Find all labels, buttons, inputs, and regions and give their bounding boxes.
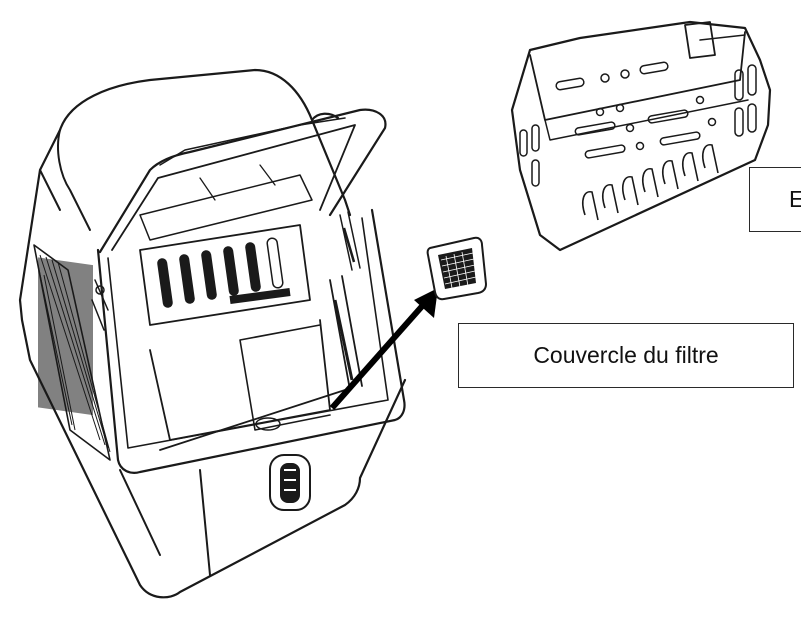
filter-cover-label-text: Couvercle du filtre <box>533 342 719 368</box>
evaporator-icon <box>139 224 311 326</box>
removal-arrow-icon <box>329 288 438 410</box>
vent-grille-icon <box>37 254 111 453</box>
filter-cover-label: Couvercle du filtre <box>458 323 794 388</box>
ice-maker-icon <box>18 68 407 599</box>
ice-basket-icon <box>510 20 772 252</box>
filter-cover-icon <box>426 236 488 301</box>
open-lid-icon <box>98 108 387 254</box>
ice-basket-label-text: E <box>789 186 801 213</box>
ice-basket-label: E <box>749 167 801 232</box>
front-logo-icon <box>269 454 311 511</box>
